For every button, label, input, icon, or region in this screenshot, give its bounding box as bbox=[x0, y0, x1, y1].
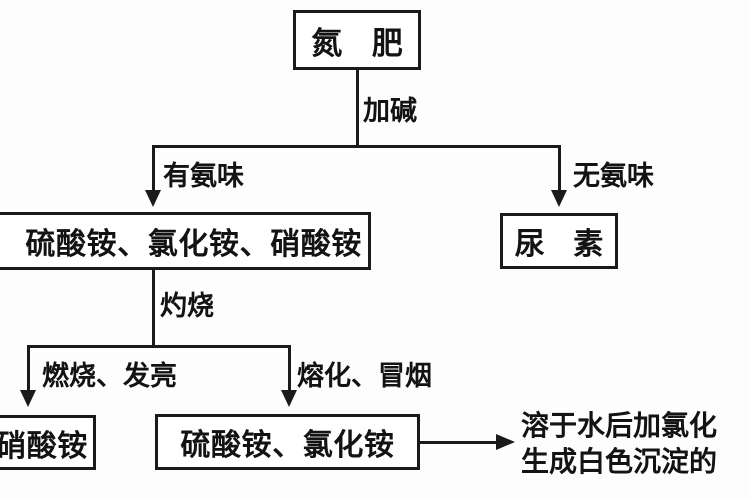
connector-to-note bbox=[420, 441, 500, 444]
connector-melt-branch bbox=[288, 345, 291, 393]
note-precipitate-line-2: 生成白色沉淀的 bbox=[521, 444, 718, 478]
edge-label-ignite: 灼烧 bbox=[160, 291, 214, 322]
arrowhead-to-note bbox=[496, 434, 515, 450]
node-ammonium-salts: 硫酸铵、氯化铵、硝酸铵 bbox=[0, 212, 371, 270]
node-urea: 尿 素 bbox=[500, 213, 618, 269]
arrowhead-has-ammonia bbox=[145, 190, 161, 207]
connector-left-branch bbox=[152, 145, 155, 193]
edge-label-burn-glow: 燃烧、发亮 bbox=[42, 361, 177, 392]
edge-label-add-alkali: 加碱 bbox=[363, 96, 417, 127]
node-ammonium-sulfate-chloride: 硫酸铵、氯化铵 bbox=[155, 414, 420, 470]
edge-label-melt-smoke: 熔化、冒烟 bbox=[297, 361, 432, 392]
edge-label-no-ammonia-smell: 无氨味 bbox=[573, 161, 654, 192]
node-ammonium-nitrate: 硝酸铵 bbox=[0, 415, 96, 470]
connector-split-bar-bottom bbox=[27, 345, 291, 348]
arrowhead-no-ammonia bbox=[551, 190, 567, 207]
connector-split-bar-top bbox=[152, 145, 561, 148]
note-precipitate-line-1: 溶于水后加氯化 bbox=[521, 409, 718, 442]
node-nitrogen-fertilizer: 氮 肥 bbox=[293, 10, 421, 70]
note-precipitate-test: 溶于水后加氯化 生成白色沉淀的 bbox=[521, 408, 750, 480]
arrowhead-burn-glow bbox=[20, 390, 36, 407]
arrowhead-melt-smoke bbox=[281, 390, 297, 407]
connector-burn-branch bbox=[27, 345, 30, 393]
connector-right-branch bbox=[558, 145, 561, 193]
connector-ignite-stem bbox=[152, 270, 155, 347]
connector-fertilizer-stem bbox=[356, 70, 359, 147]
edge-label-has-ammonia-smell: 有氨味 bbox=[163, 161, 244, 192]
